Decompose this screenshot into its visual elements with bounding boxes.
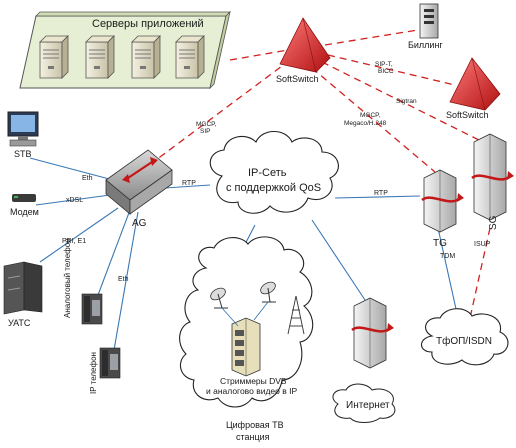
link-softswitch-softswitch2 bbox=[327, 54, 456, 86]
stb-label: STB bbox=[14, 149, 32, 159]
app-servers-group: Серверы приложений bbox=[19, 10, 231, 90]
softswitch-main: SoftSwitch bbox=[276, 17, 331, 84]
eth-phone-label: Eth bbox=[118, 276, 129, 283]
pbx-icon bbox=[3, 261, 43, 315]
phone-icon bbox=[81, 293, 103, 325]
ag-label: AG bbox=[132, 218, 147, 229]
sg-label: SG bbox=[488, 215, 499, 230]
softswitch-main-label: SoftSwitch bbox=[276, 74, 319, 84]
xdsl-label: xDSL bbox=[66, 197, 83, 204]
analog-phone-node: Аналоговый телефон bbox=[63, 238, 103, 325]
server-icon bbox=[131, 35, 161, 79]
link-analog-phone-ag bbox=[97, 209, 131, 296]
pri-e1-label: PRI, E1 bbox=[62, 238, 86, 245]
ip-phone-label: IP телефон bbox=[89, 352, 98, 394]
link-softswitch-ag bbox=[151, 59, 291, 164]
ag-node: AG bbox=[105, 149, 173, 229]
megaco-label-2: Megaco/H.248 bbox=[344, 120, 387, 127]
rtp-tg-label: RTP bbox=[374, 190, 388, 197]
stb-node: STB bbox=[7, 111, 39, 159]
pstn-label: ТфОП/ISDN bbox=[436, 335, 492, 347]
ip-phone-node: IP телефон bbox=[89, 347, 121, 394]
server-icon bbox=[85, 35, 115, 79]
uats-node: УАТС bbox=[3, 261, 43, 328]
modem-label: Модем bbox=[10, 207, 39, 217]
monitor-icon bbox=[7, 111, 39, 147]
ip-cloud: IP-Сеть с поддержкой QoS bbox=[209, 130, 339, 214]
cloud-label-line1: IP-Сеть bbox=[248, 167, 287, 179]
billing-node: Биллинг bbox=[408, 3, 443, 50]
link-ip-phone-ag bbox=[113, 211, 139, 351]
billing-server-icon bbox=[419, 3, 439, 39]
link-tg-pstn bbox=[437, 227, 459, 319]
router-tower-icon bbox=[351, 297, 394, 369]
link-servers-softswitch bbox=[229, 49, 289, 61]
mgcp-sip-label-1: MGCP, bbox=[196, 121, 217, 128]
uats-label: УАТС bbox=[8, 318, 31, 328]
mgcp-sip-label-2: SIP bbox=[200, 128, 210, 135]
sg-node: SG bbox=[471, 133, 514, 230]
cloud-label-line2: с поддержкой QoS bbox=[226, 182, 321, 194]
media-links bbox=[29, 157, 459, 351]
signaling-gateway-icon bbox=[471, 133, 514, 221]
link-labels: MGCP, SIP Eth xDSL PRI, E1 Eth RTP RTP S… bbox=[62, 61, 491, 283]
modem-icon bbox=[12, 194, 36, 202]
sigtran-label: Sigtran bbox=[396, 98, 417, 105]
pstn-cloud: ТфОП/ISDN bbox=[420, 308, 509, 366]
softswitch-pyramid-icon bbox=[449, 57, 501, 111]
dvb-streamers-label-line2: и аналогово видео в IP bbox=[206, 386, 297, 396]
app-servers-title: Серверы приложений bbox=[92, 18, 204, 30]
server-icon bbox=[39, 35, 69, 79]
satellite-dish-icon bbox=[210, 287, 228, 309]
tdm-label: TDM bbox=[440, 253, 455, 260]
internet-node: Интернет bbox=[332, 297, 396, 423]
streamer-rack-icon bbox=[231, 317, 261, 377]
tg-label: TG bbox=[433, 238, 447, 249]
tv-station-label-line2: станция bbox=[236, 432, 270, 442]
internet-label: Интернет bbox=[346, 400, 390, 411]
link-uats-ag bbox=[39, 207, 119, 263]
ip-phone-icon bbox=[99, 347, 121, 379]
tv-station-label-line1: Цифровая ТВ bbox=[226, 420, 284, 430]
link-sg-pstn bbox=[469, 227, 491, 319]
link-softswitch-billing bbox=[324, 29, 419, 46]
control-links bbox=[151, 29, 491, 319]
satellite-dish-icon bbox=[260, 281, 276, 303]
billing-label: Биллинг bbox=[408, 40, 443, 50]
megaco-label-1: MGCP, bbox=[360, 112, 381, 119]
tg-node: TG bbox=[421, 169, 464, 249]
cloud-shape bbox=[209, 130, 339, 214]
eth-stb-label: Eth bbox=[82, 175, 93, 182]
gateway-icon bbox=[105, 149, 173, 215]
softswitch-2-label: SoftSwitch bbox=[446, 110, 489, 120]
link-softswitch-tg bbox=[311, 67, 436, 173]
sipt-label-1: SIP-T, bbox=[375, 61, 393, 68]
dvb-streamers-label-line1: Стриммеры DVB bbox=[220, 376, 287, 386]
sipt-label-2: BICC bbox=[378, 68, 394, 75]
tv-station: Стриммеры DVB и аналогово видео в IP Циф… bbox=[179, 236, 314, 442]
link-softswitch-sg bbox=[321, 61, 486, 144]
cloud-shape bbox=[332, 383, 396, 423]
trunk-gateway-icon bbox=[421, 169, 464, 233]
link-ag-cloud bbox=[164, 184, 211, 189]
antenna-tower-icon bbox=[287, 295, 305, 335]
cloud-shape bbox=[420, 308, 509, 366]
modem-node: Модем bbox=[10, 194, 39, 217]
isup-label: ISUP bbox=[474, 241, 491, 248]
rtp-ag-label: RTP bbox=[182, 180, 196, 187]
server-icon bbox=[175, 35, 205, 79]
link-stb-ag bbox=[29, 157, 114, 181]
analog-phone-label: Аналоговый телефон bbox=[63, 238, 72, 318]
softswitch-2: SoftSwitch bbox=[446, 57, 501, 120]
link-modem-ag bbox=[35, 194, 111, 206]
link-cloud-internet bbox=[311, 219, 366, 301]
link-cloud-tg bbox=[334, 195, 421, 199]
